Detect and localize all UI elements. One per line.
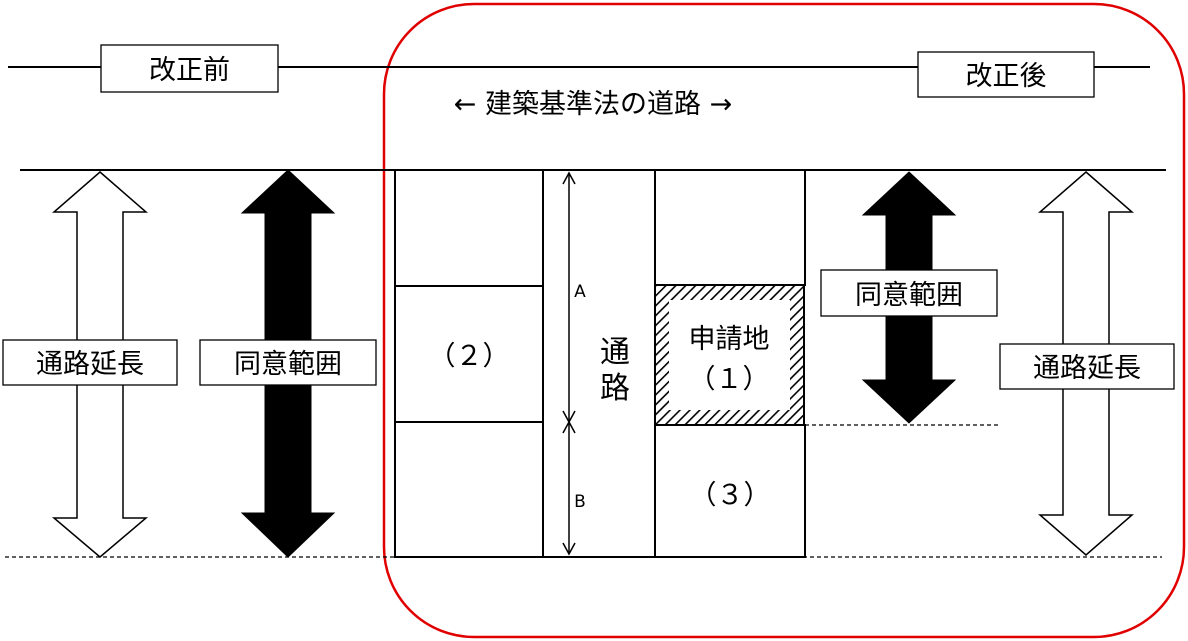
lot-left-bottom [394, 421, 544, 558]
application-site-number: （１） [689, 364, 770, 395]
after-amendment-label-box: 改正後 [917, 51, 1095, 98]
lot-2-label: （２） [429, 341, 510, 372]
building-standards-road-label: ← 建築基準法の道路 → [454, 89, 732, 120]
application-site-inner [669, 300, 790, 410]
passage-road [542, 169, 656, 558]
segment-a-label: A [574, 282, 586, 302]
lot-3-label: （３） [690, 480, 771, 511]
right-consent-range-label-box: 同意範囲 [820, 269, 998, 317]
left-consent-range-label-box: 同意範囲 [199, 339, 377, 386]
lot-left-top [394, 169, 544, 287]
lot-right-top [654, 169, 806, 286]
left-consent-range-label: 同意範囲 [234, 349, 342, 380]
lot-3 [654, 424, 806, 558]
application-site-label: 申請地 [689, 324, 770, 355]
right-road-length-label-box: 通路延長 [999, 343, 1175, 390]
after-amendment-label: 改正後 [966, 61, 1047, 92]
passage-label-char-1: 通 [600, 335, 630, 370]
left-road-length-label-box: 通路延長 [2, 339, 178, 386]
before-amendment-label-box: 改正前 [100, 44, 279, 93]
right-road-length-label: 通路延長 [1033, 353, 1141, 384]
dimension-line [562, 171, 576, 556]
passage-label-char-2: 路 [600, 371, 630, 406]
left-road-length-label: 通路延長 [36, 349, 144, 380]
segment-b-label: B [574, 492, 586, 512]
lot-2 [394, 285, 544, 423]
right-consent-range-label: 同意範囲 [855, 280, 963, 311]
before-amendment-label: 改正前 [149, 55, 230, 86]
after-amendment-frame [382, 2, 1186, 639]
